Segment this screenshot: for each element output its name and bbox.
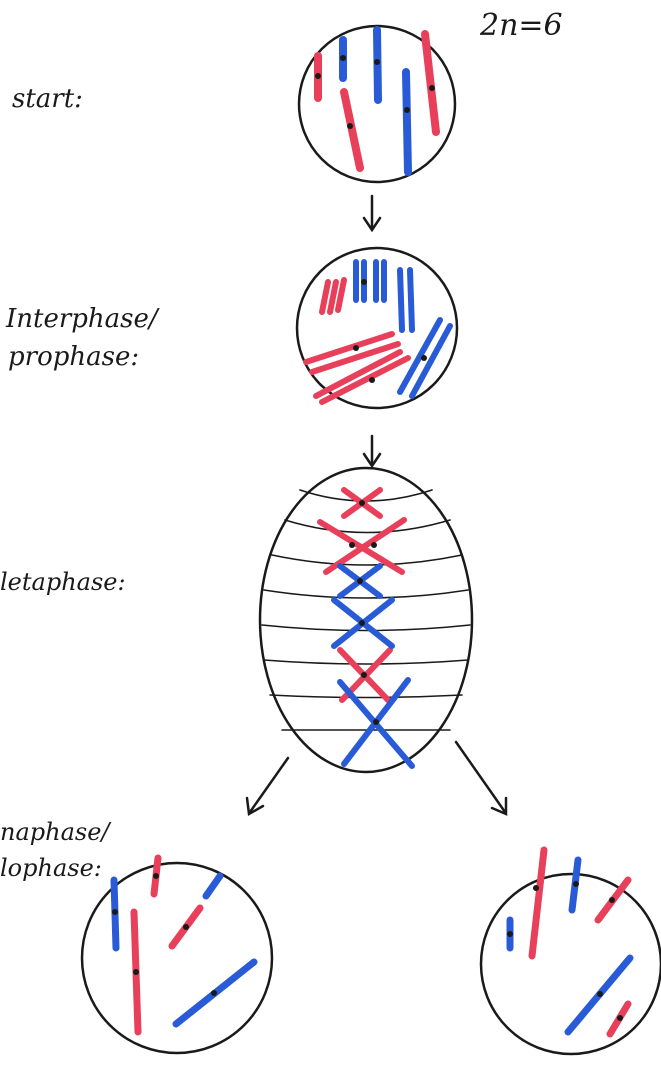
arrow-down-1 — [364, 196, 380, 230]
daughter-right-chromosomes — [507, 850, 630, 1034]
spindle-fibers — [262, 490, 470, 730]
daughter-left-chromosomes — [112, 858, 254, 1032]
arrow-down-2 — [364, 436, 380, 466]
interphase-chromosomes — [306, 262, 450, 402]
start-chromosomes — [315, 30, 436, 172]
arrow-right-daughter — [456, 742, 506, 814]
arrow-left-daughter — [247, 758, 288, 814]
